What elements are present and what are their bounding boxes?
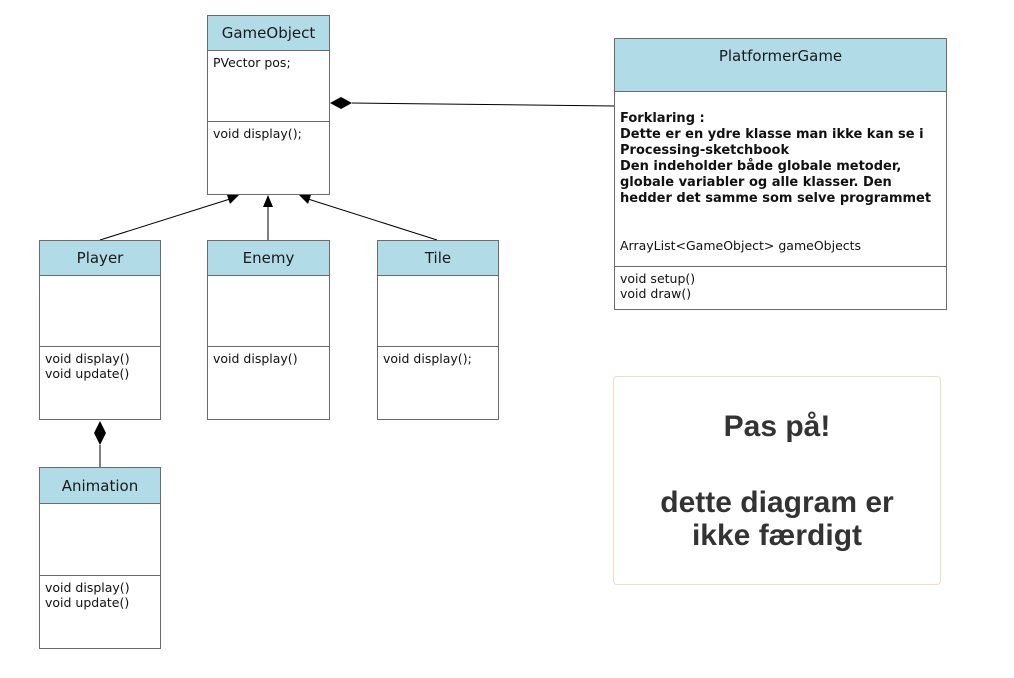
composition-diamond-player bbox=[94, 421, 106, 445]
class-gameobject[interactable]: GameObject PVector pos; void display(); bbox=[207, 15, 330, 195]
class-player[interactable]: Player void display() void update() bbox=[39, 240, 161, 420]
class-enemy-title: Enemy bbox=[208, 241, 329, 276]
warning-callout: Pas på! dette diagram er ikke færdigt bbox=[613, 376, 941, 585]
class-tile[interactable]: Tile void display(); bbox=[377, 240, 499, 420]
composition-diamond-gameobject bbox=[330, 97, 352, 109]
class-platformergame-methods: void setup() void draw() bbox=[620, 271, 696, 301]
class-tile-attributes bbox=[378, 276, 498, 347]
class-player-methods: void display() void update() bbox=[45, 351, 130, 381]
class-enemy[interactable]: Enemy void display() bbox=[207, 240, 330, 420]
class-animation[interactable]: Animation void display() void update() bbox=[39, 467, 161, 649]
class-gameobject-methods: void display(); bbox=[213, 126, 302, 141]
inheritance-line-tile bbox=[307, 198, 438, 241]
inheritance-arrowhead-player bbox=[227, 195, 239, 204]
class-platformergame[interactable]: PlatformerGame Forklaring : Dette er en … bbox=[614, 38, 947, 310]
warning-message: dette diagram er ikke færdigt bbox=[660, 485, 894, 552]
class-animation-methods: void display() void update() bbox=[45, 580, 130, 610]
inheritance-arrowhead-enemy bbox=[263, 195, 273, 207]
warning-title: Pas på! bbox=[723, 409, 831, 443]
class-enemy-attributes bbox=[208, 276, 329, 347]
class-animation-title: Animation bbox=[40, 468, 160, 504]
class-player-attributes bbox=[40, 276, 160, 347]
inheritance-line-player bbox=[99, 198, 231, 241]
class-player-title: Player bbox=[40, 241, 160, 276]
class-platformergame-title: PlatformerGame bbox=[615, 39, 946, 92]
class-enemy-methods: void display() bbox=[213, 351, 298, 366]
class-platformergame-attributes: Forklaring : Dette er en ydre klasse man… bbox=[615, 92, 946, 267]
class-tile-methods: void display(); bbox=[383, 351, 472, 366]
class-gameobject-attributes: PVector pos; bbox=[208, 51, 329, 122]
class-platformergame-attribute: ArrayList<GameObject> gameObjects bbox=[620, 238, 862, 253]
composition-line-platformergame bbox=[351, 102, 615, 107]
class-tile-title: Tile bbox=[378, 241, 498, 276]
class-animation-attributes bbox=[40, 504, 160, 576]
explanation-note: Forklaring : Dette er en ydre klasse man… bbox=[620, 111, 932, 206]
class-gameobject-title: GameObject bbox=[208, 16, 329, 51]
inheritance-arrowhead-tile bbox=[299, 195, 311, 204]
